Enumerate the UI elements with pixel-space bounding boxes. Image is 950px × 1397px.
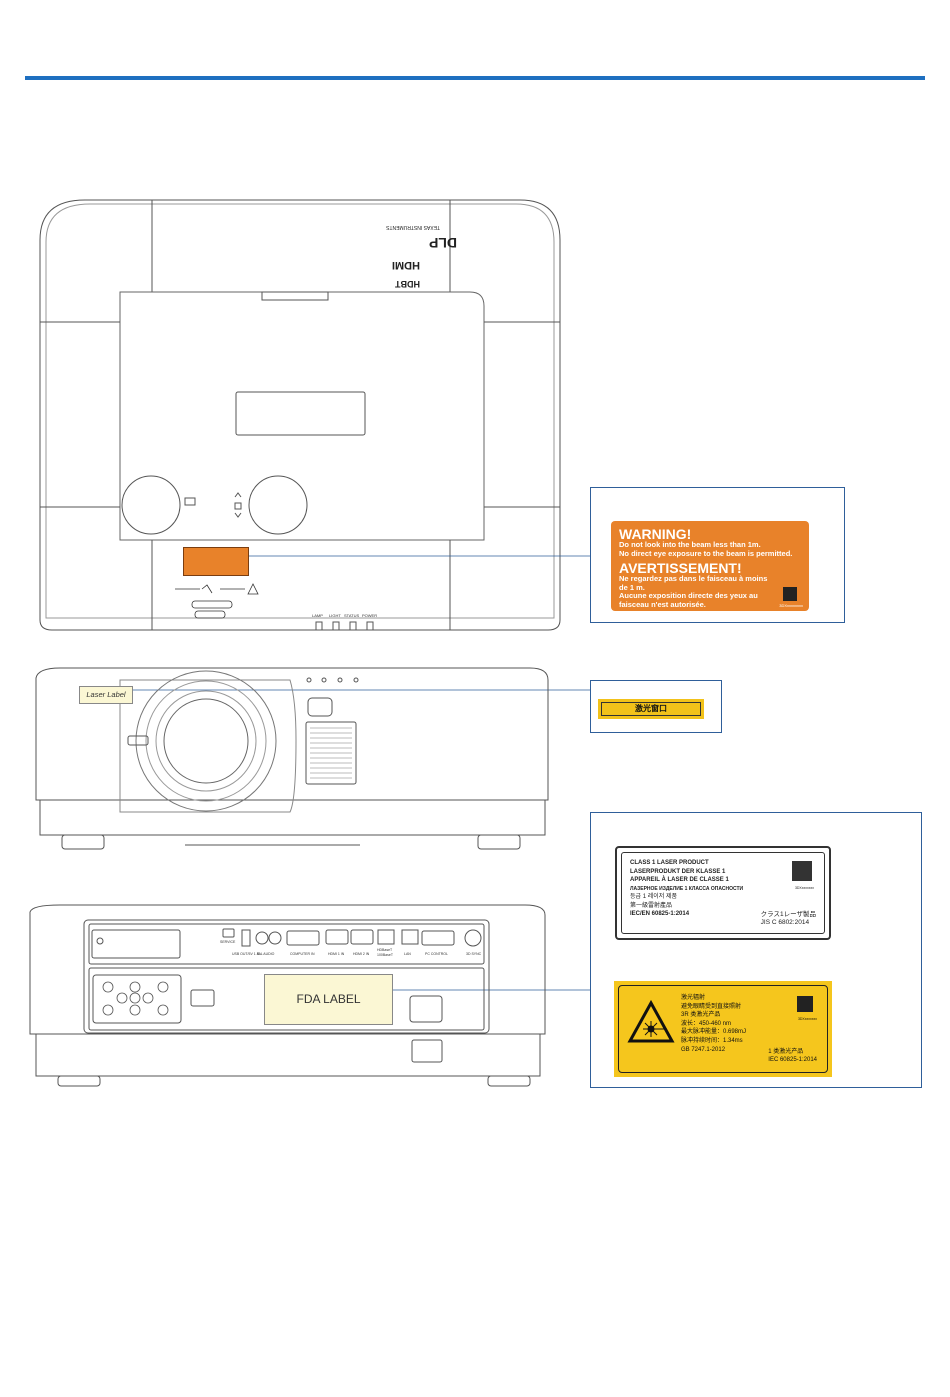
barcode-square bbox=[792, 861, 812, 881]
svg-text:HDMI 1 IN: HDMI 1 IN bbox=[328, 952, 345, 956]
cn-class-line-1: 1 类激光产品 bbox=[768, 1049, 804, 1055]
warning-line-1: Do not look into the beam less than 1m. bbox=[619, 540, 761, 549]
cn-line-6: 脉冲持续时间：1.34ms bbox=[681, 1037, 743, 1044]
cn-code: 3DXxxxxxxx bbox=[797, 1017, 817, 1021]
warning-code: 3DXxxxxxxxx bbox=[779, 603, 803, 608]
svg-text:R-L AUDIO: R-L AUDIO bbox=[257, 952, 275, 956]
svg-text:LAN: LAN bbox=[404, 952, 411, 956]
svg-text:STATUS: STATUS bbox=[344, 613, 360, 618]
warning-line-4: de 1 m. bbox=[619, 582, 645, 592]
svg-text:LIGHT: LIGHT bbox=[329, 613, 341, 618]
warning-line-5: Aucune exposition directe des yeux au bbox=[619, 591, 758, 600]
fda-label: FDA LABEL bbox=[264, 974, 393, 1025]
class1-line-7: IEC/EN 60825-1:2014 bbox=[630, 911, 690, 917]
laser-label-tag: Laser Label bbox=[79, 686, 133, 704]
svg-text:3D SYNC: 3D SYNC bbox=[466, 952, 482, 956]
cn-line-5: 最大脉冲能量：0.698mJ bbox=[681, 1029, 747, 1036]
class1-line-6: 第一級雷射產品 bbox=[630, 902, 673, 909]
svg-text:LAMP: LAMP bbox=[312, 613, 323, 618]
cn-line-1: 激光辐射 bbox=[681, 995, 706, 1001]
svg-text:HDBaseT: HDBaseT bbox=[377, 948, 393, 952]
front-vent bbox=[310, 727, 352, 779]
rear-port-labels: SERVICE USB OUT/5V 1.5A R-L AUDIO COMPUT… bbox=[220, 940, 482, 957]
svg-text:HDMI 2 IN: HDMI 2 IN bbox=[353, 952, 370, 956]
cn-line-7: GB 7247.1-2012 bbox=[681, 1046, 726, 1053]
laser-hazard-icon bbox=[627, 1000, 675, 1043]
class1-jp-line-1: クラス1レーザ製品 bbox=[760, 911, 816, 918]
top-view bbox=[39, 199, 561, 631]
barcode-square bbox=[783, 587, 797, 601]
header-rule bbox=[25, 76, 925, 80]
hdmi-mark: HDMI bbox=[392, 259, 420, 271]
warning-title: WARNING! bbox=[619, 526, 692, 542]
top-port-icons bbox=[175, 583, 259, 619]
front-view bbox=[35, 667, 549, 850]
laser-window-text: 激光窗口 bbox=[601, 702, 701, 716]
svg-text:100BaseT: 100BaseT bbox=[377, 953, 394, 957]
class1-line-2: LASERPRODUKT DER KLASSE 1 bbox=[630, 868, 726, 875]
warning-line-3: Ne regardez pas dans le faisceau à moins bbox=[619, 574, 768, 583]
svg-text:USB OUT/5V 1.5A: USB OUT/5V 1.5A bbox=[232, 952, 262, 956]
class1-jp-line-2: JIS C 6802:2014 bbox=[760, 919, 810, 926]
class1-jp-block: クラス1レーザ製品 JIS C 6802:2014 bbox=[761, 911, 816, 927]
warning-line-6: faisceau n'est autorisée. bbox=[619, 599, 706, 609]
warning-line-2: No direct eye exposure to the beam is pe… bbox=[619, 548, 793, 558]
rear-view bbox=[29, 904, 546, 1087]
warning-label: WARNING! Do not look into the beam less … bbox=[611, 521, 809, 611]
top-warning-label-thumbnail bbox=[183, 547, 249, 576]
cn-line-3: 3R 类激光产品 bbox=[681, 1012, 721, 1019]
svg-text:COMPUTER IN: COMPUTER IN bbox=[290, 952, 315, 956]
ti-mark: TEXAS INSTRUMENTS bbox=[385, 224, 440, 230]
cn-laser-label: 激光辐射 避免眼睛受到直接照射 3R 类激光产品 波长：450-460 nm 最… bbox=[614, 981, 832, 1077]
svg-text:PC CONTROL: PC CONTROL bbox=[425, 952, 448, 956]
avertissement-title: AVERTISSEMENT! bbox=[619, 560, 742, 576]
hdbt-mark: HDBT bbox=[395, 279, 420, 289]
cn-class-block: 1 类激光产品 IEC 60825-1:2014 bbox=[768, 1048, 817, 1064]
class1-line-1: CLASS 1 LASER PRODUCT bbox=[630, 860, 709, 866]
leader-lines bbox=[131, 555, 590, 991]
class1-code: 3DXxxxxxxx bbox=[794, 886, 814, 890]
laser-window-label: 激光窗口 bbox=[598, 699, 704, 719]
svg-text:POWER: POWER bbox=[362, 613, 377, 618]
cn-line-2: 避免眼睛受到直接照射 bbox=[681, 1003, 742, 1010]
barcode-square bbox=[797, 996, 813, 1012]
class1-line-4: ЛАЗЕРНОЕ ИЗДЕЛИЕ 1 КЛАССА ОПАСНОСТИ bbox=[630, 885, 744, 892]
svg-text:SERVICE: SERVICE bbox=[220, 940, 236, 944]
cn-class-line-2: IEC 60825-1:2014 bbox=[768, 1057, 817, 1063]
class1-laser-label: CLASS 1 LASER PRODUCT LASERPRODUKT DER K… bbox=[615, 846, 831, 940]
dlp-mark: DLP bbox=[429, 235, 457, 251]
class1-line-5: 등급 1 레이저 제품 bbox=[630, 894, 677, 900]
keypad bbox=[102, 981, 169, 1016]
cn-line-4: 波长：450-460 nm bbox=[681, 1020, 732, 1027]
class1-line-3: APPAREIL À LASER DE CLASSE 1 bbox=[630, 877, 729, 883]
